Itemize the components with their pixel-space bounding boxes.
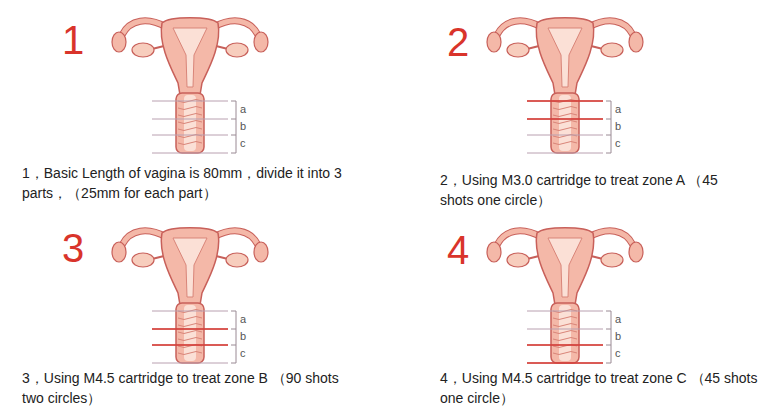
zone-letter: b: [615, 331, 621, 342]
callout-number: 2: [447, 22, 469, 62]
zone-letter: c: [240, 348, 246, 359]
zone-letter: a: [240, 104, 246, 115]
uterus-figure: [112, 228, 268, 363]
zone-letter: c: [615, 348, 621, 359]
step-caption: 1，Basic Length of vagina is 80mm，divide …: [22, 163, 367, 203]
uterus-figure: [487, 228, 643, 363]
callout-number: 1: [62, 20, 84, 60]
uterus-figure: [487, 18, 643, 153]
step-caption: 2，Using M3.0 cartridge to treat zone A （…: [440, 170, 740, 210]
zone-letter: c: [615, 138, 621, 149]
zone-letter: a: [240, 314, 246, 325]
callout-number: 4: [447, 230, 469, 270]
callout-number: 3: [62, 228, 84, 268]
zone-letter: a: [615, 104, 621, 115]
zone-letter: b: [615, 121, 621, 132]
zone-letter: a: [615, 314, 621, 325]
zone-letter: b: [240, 331, 246, 342]
uterus-figure: [112, 18, 268, 153]
zone-letter: c: [240, 138, 246, 149]
zone-letter: b: [240, 121, 246, 132]
step-caption: 3，Using M4.5 cartridge to treat zone B （…: [22, 368, 352, 408]
step-caption: 4，Using M4.5 cartridge to treat zone C （…: [440, 368, 770, 408]
